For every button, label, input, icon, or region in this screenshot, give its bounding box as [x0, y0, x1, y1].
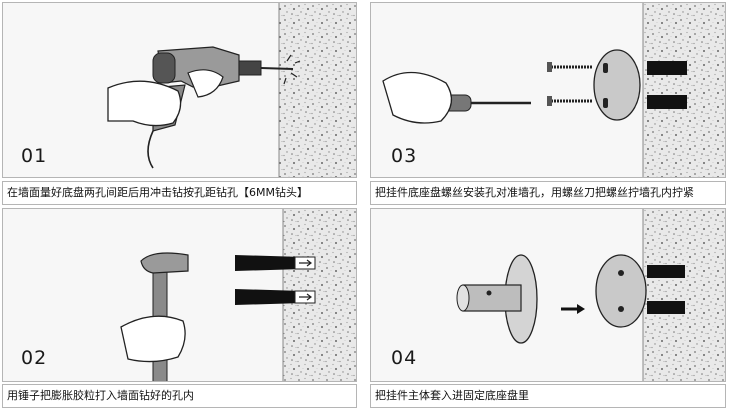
- step-panel-02: 02: [2, 208, 357, 382]
- wall-texture: [279, 3, 356, 177]
- base-plate: [593, 49, 641, 121]
- step-panel-01: 01: [2, 2, 357, 178]
- hammer-illustration: [120, 209, 356, 381]
- step-number: 03: [391, 145, 418, 167]
- arrow-right-icon: [577, 304, 585, 314]
- arrow-right-icon: [299, 259, 312, 267]
- expansion-anchor: [235, 289, 316, 305]
- hand-icon: [107, 80, 182, 127]
- wall-anchor: [647, 95, 687, 109]
- screw-icon: [547, 62, 593, 106]
- wall-texture: [643, 3, 725, 177]
- step-number: 02: [21, 347, 48, 369]
- expansion-anchor: [235, 255, 316, 271]
- wall-texture: [643, 209, 725, 381]
- wall-anchor: [647, 61, 687, 75]
- step-panel-04: 04: [370, 208, 726, 382]
- step-number: 01: [21, 145, 48, 167]
- hand-icon: [382, 71, 453, 124]
- hand-icon: [120, 315, 186, 363]
- step-number: 04: [391, 347, 418, 369]
- drill-illustration: [107, 3, 356, 177]
- step-caption-03: 把挂件底座盘螺丝安装孔对准墙孔，用螺丝刀把螺丝拧墙孔内拧紧: [370, 181, 726, 205]
- hook-mount-icon: [456, 254, 538, 344]
- step-caption-04: 把挂件主体套入进固定底座盘里: [370, 384, 726, 408]
- mount-illustration: [456, 209, 725, 381]
- screw-illustration: [382, 3, 725, 177]
- base-plate: [595, 254, 647, 328]
- step-panel-03: 03: [370, 2, 726, 178]
- step-caption-01: 在墙面量好底盘两孔间距后用冲击钻按孔距钻孔【6MM钻头】: [2, 181, 357, 205]
- arrow-right-icon: [299, 293, 312, 301]
- step-caption-02: 用锤子把膨胀胶粒打入墙面钻好的孔内: [2, 384, 357, 408]
